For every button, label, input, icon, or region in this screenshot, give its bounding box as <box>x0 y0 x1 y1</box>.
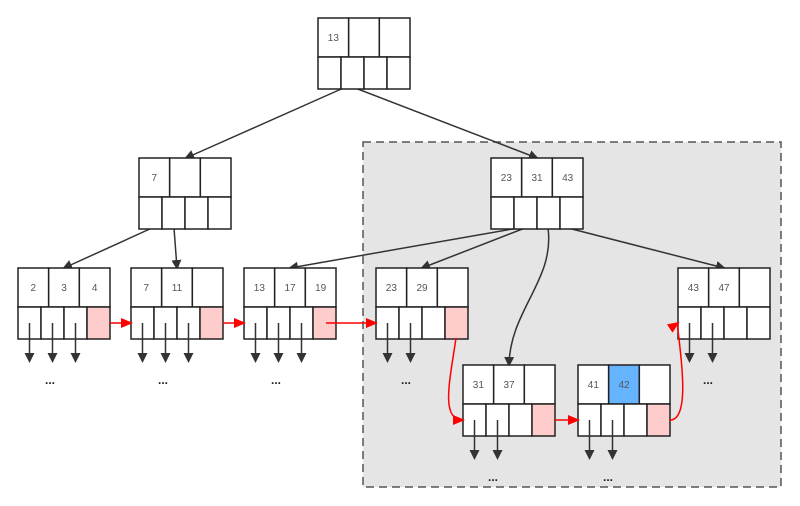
next-pointer-cell <box>86 306 111 340</box>
key-cell <box>436 267 469 308</box>
leaf-link-6-7 <box>666 321 684 421</box>
key-label: 43 <box>688 283 700 294</box>
pointer-cell <box>207 196 232 230</box>
key-label: 2 <box>31 283 37 294</box>
leaf-7-node: 43 47... <box>677 267 771 387</box>
key-cell <box>304 267 337 308</box>
next-pointer-cell <box>531 403 556 437</box>
key-label: 19 <box>315 283 327 294</box>
pointer-cell <box>161 196 186 230</box>
key-cell <box>677 267 710 308</box>
key-cell <box>523 364 556 405</box>
pointer-cell <box>723 306 748 340</box>
key-label: 7 <box>152 173 158 184</box>
edge-to-leaf-1 <box>62 227 153 270</box>
leaf-6-node: 41 42... <box>577 364 671 484</box>
key-label: 13 <box>328 33 340 44</box>
leaf-2-node: 7 11... <box>130 267 224 387</box>
key-label: 23 <box>386 283 398 294</box>
key-label: 17 <box>284 283 296 294</box>
key-label: 13 <box>254 283 266 294</box>
edge-to-leaf-5 <box>504 227 550 367</box>
ellipsis: ... <box>488 470 498 484</box>
ellipsis: ... <box>401 373 411 387</box>
key-label: 4 <box>92 283 98 294</box>
pointer-cell <box>508 403 533 437</box>
key-label: 31 <box>473 380 485 391</box>
key-cell <box>378 17 411 58</box>
pointer-cell <box>421 306 446 340</box>
edge-root-to-right <box>349 85 539 160</box>
next-pointer-cell <box>444 306 469 340</box>
edge-to-leaf-7 <box>567 227 726 271</box>
key-label: 23 <box>501 173 513 184</box>
leaf-5-node: 31 37... <box>462 364 556 484</box>
pointer-cell <box>184 196 209 230</box>
key-label: 7 <box>144 283 150 294</box>
ellipsis: ... <box>703 373 713 387</box>
pointer-cell <box>536 196 561 230</box>
leaf-link-4-5 <box>447 337 465 425</box>
edge-to-leaf-2 <box>171 227 182 270</box>
leaf-4-node: 23 29... <box>375 267 469 387</box>
pointer-cell <box>340 56 365 90</box>
pointer-cell <box>746 306 771 340</box>
key-cell <box>199 157 232 198</box>
pointer-cell <box>490 196 515 230</box>
leaf-3-node: 13 17 19... <box>243 267 337 387</box>
edge-to-leaf-3 <box>288 227 519 272</box>
edge-root-to-left <box>184 85 349 160</box>
key-cell <box>191 267 224 308</box>
key-label: 47 <box>718 283 730 294</box>
key-label: 37 <box>503 380 515 391</box>
pointer-cell <box>317 56 342 90</box>
next-pointer-cell <box>199 306 224 340</box>
pointer-cell <box>363 56 388 90</box>
key-label: 3 <box>61 283 67 294</box>
key-cell <box>638 364 671 405</box>
key-label: 31 <box>531 173 543 184</box>
ellipsis: ... <box>603 470 613 484</box>
ellipsis: ... <box>271 373 281 387</box>
pointer-cell <box>623 403 648 437</box>
key-cell <box>78 267 111 308</box>
internal-right-node: 23 31 43 <box>490 157 584 230</box>
key-cell <box>243 267 276 308</box>
root-node: 13 <box>317 17 411 90</box>
key-cell <box>738 267 771 308</box>
edge-to-leaf-4 <box>420 227 526 270</box>
key-label: 11 <box>172 283 183 294</box>
key-cell <box>462 364 495 405</box>
internal-left-node: 7 <box>138 157 232 230</box>
pointer-cell <box>138 196 163 230</box>
next-pointer-cell <box>646 403 671 437</box>
pointer-cell <box>386 56 411 90</box>
key-label: 43 <box>562 173 574 184</box>
leaf-1-node: 2 3 4... <box>17 267 111 387</box>
pointer-cell <box>513 196 538 230</box>
pointer-cell <box>559 196 584 230</box>
key-cell <box>168 157 202 198</box>
key-label: 29 <box>416 283 428 294</box>
ellipsis: ... <box>158 373 168 387</box>
key-label: 42 <box>618 380 630 391</box>
ellipsis: ... <box>45 373 55 387</box>
key-cell <box>47 267 81 308</box>
key-cell <box>347 17 381 58</box>
key-label: 41 <box>588 380 600 391</box>
